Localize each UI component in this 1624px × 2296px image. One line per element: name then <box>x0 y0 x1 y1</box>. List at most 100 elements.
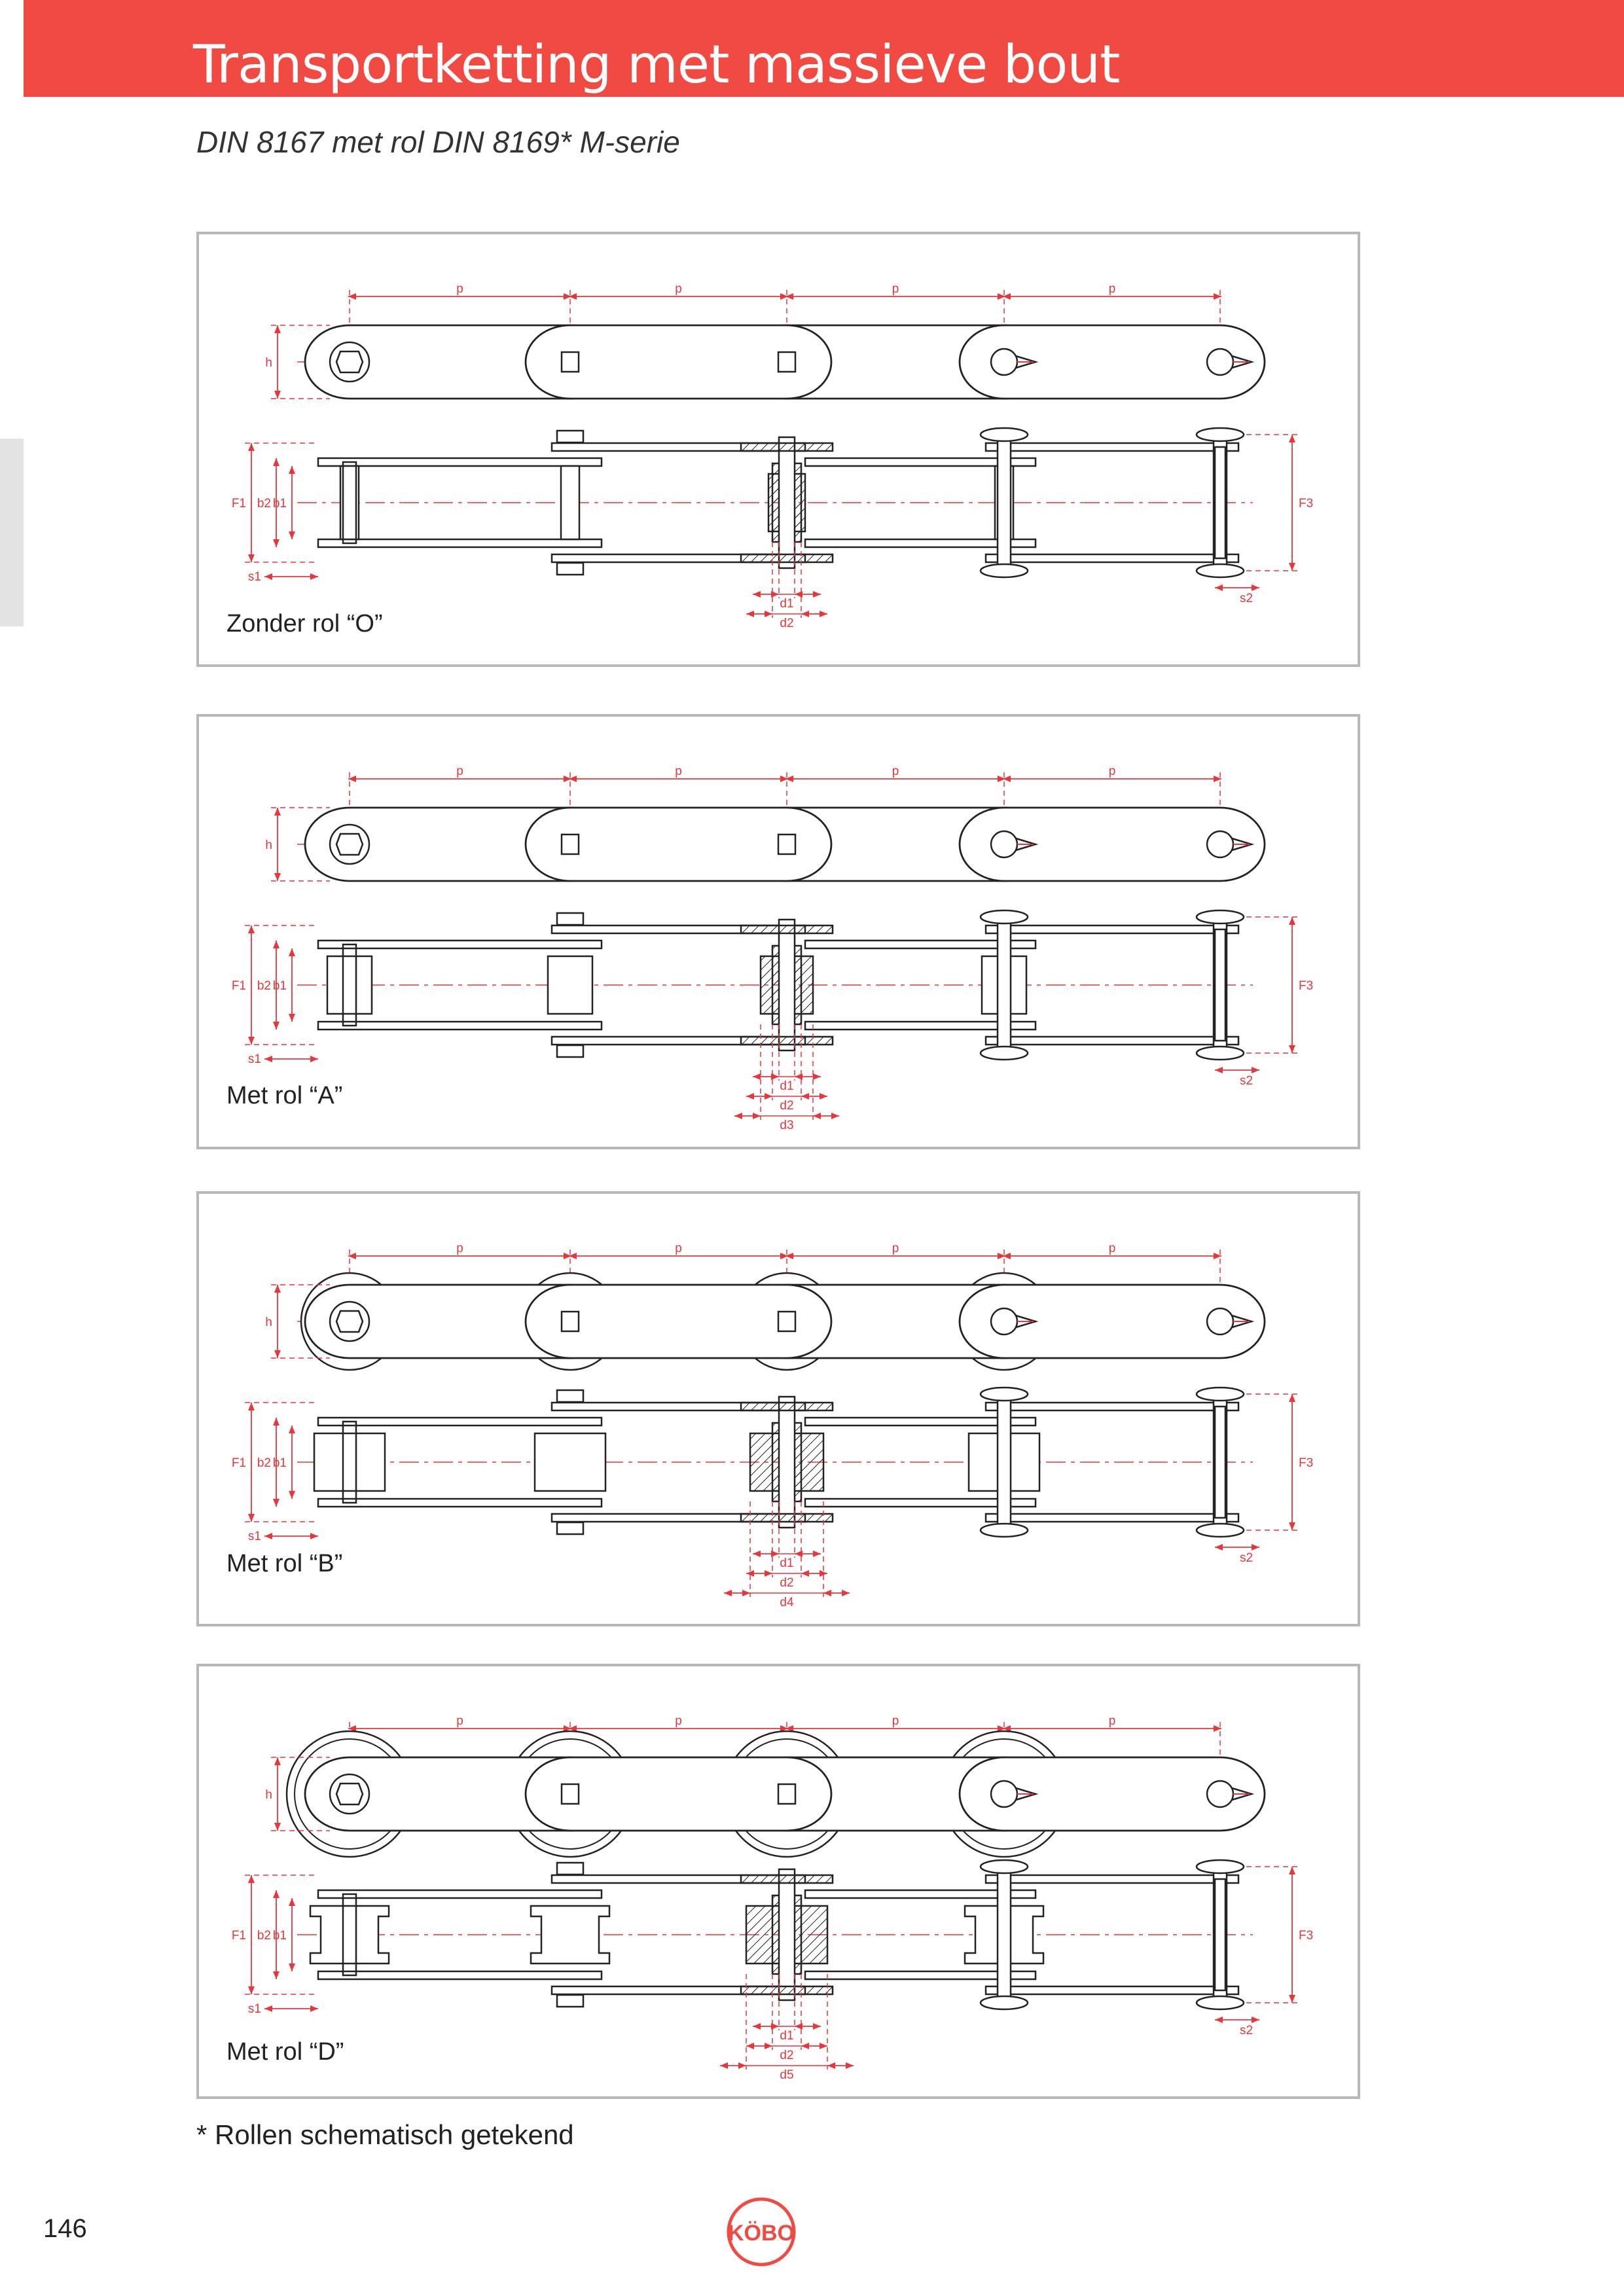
inner-link-plate <box>958 806 1266 882</box>
pitch-dimension-arrow-right <box>1214 776 1221 782</box>
pin-shaft <box>1214 1878 1227 1992</box>
cotter-pin-top <box>1195 909 1245 925</box>
diameter-dimension-left-arrow-left <box>746 1570 754 1577</box>
diameter-dimension-left-arrow-right <box>753 1113 761 1119</box>
b2-dimension-label: b2 <box>257 497 271 511</box>
f3-dimension-arrow-bottom <box>1289 1995 1295 2003</box>
pin-head-top <box>556 1861 585 1876</box>
cotter-pin-top <box>979 427 1029 442</box>
s1-dimension-arrow-left <box>264 573 272 580</box>
header-band <box>24 0 1624 97</box>
s2-label: s2 <box>1240 1551 1253 1565</box>
pin-end <box>560 833 580 855</box>
diameter-dimension-right-arrow-left <box>795 2023 803 2030</box>
cotter-pin <box>1015 1787 1039 1801</box>
diameter-dimension-right-arrow-right <box>846 2062 854 2069</box>
pin-end <box>560 1783 580 1805</box>
pin-head <box>335 1310 364 1333</box>
roller-d <box>530 1905 611 1965</box>
diameter-dimension-left-arrow-left <box>753 2023 761 2030</box>
pitch-dimension-label: p <box>1109 1714 1116 1728</box>
h-dimension-label: h <box>265 838 272 852</box>
b1-dimension-arrow-top <box>289 466 295 474</box>
f3-dimension-arrow-bottom <box>1289 1522 1295 1530</box>
section-plate-bottom <box>740 553 834 564</box>
diameter-dimension-left-arrow-left <box>753 591 761 598</box>
pitch-dimension-label: p <box>456 1714 463 1728</box>
pin-end <box>560 1310 580 1333</box>
pin-end <box>777 833 797 855</box>
diameter-dimension-left-arrow-right <box>765 1093 772 1100</box>
f1-dimension-arrow-bottom <box>248 1037 255 1045</box>
pin-shaft <box>1214 1405 1227 1519</box>
diameter-dimension-left-arrow-right <box>742 1590 750 1596</box>
f3-dimension-arrow-top <box>1289 917 1295 925</box>
pitch-dimension-arrow-right <box>780 1253 788 1259</box>
f1-dimension-arrow-bottom <box>248 554 255 562</box>
panel-label: Met rol “A” <box>226 1082 343 1109</box>
s2-label: s2 <box>1240 1074 1253 1088</box>
pitch-dimension-arrow-left <box>569 1253 577 1259</box>
section-pin <box>778 1395 796 1529</box>
diameter-dimension-right-arrow-right <box>813 1073 821 1080</box>
cotter-pin <box>1231 837 1255 852</box>
diameter-dimension-right-arrow-right <box>842 1590 850 1596</box>
pitch-dimension-arrow-left <box>785 1725 793 1732</box>
cotter-pin-bottom <box>1195 1995 1245 2011</box>
b1-dimension-arrow-top <box>289 948 295 956</box>
inner-link-plate <box>524 324 833 400</box>
pitch-dimension-arrow-left <box>569 1725 577 1732</box>
cotter-pin-top <box>979 1386 1029 1402</box>
f3-dimension-label: F3 <box>1299 979 1313 993</box>
section-pin <box>778 1868 796 2001</box>
diameter-label: d1 <box>780 2029 793 2043</box>
cotter-pin-bottom <box>1195 1045 1245 1061</box>
pitch-dimension-arrow-left <box>1003 1253 1011 1259</box>
s1-dimension-arrow-right <box>310 2005 318 2012</box>
side-tab <box>0 439 24 626</box>
cotter-pin-bottom <box>979 1995 1029 2011</box>
cotter-pin-bottom <box>1195 563 1245 579</box>
cotter-pin-top <box>1195 1386 1245 1402</box>
diameter-dimension-left-arrow-left <box>734 1113 742 1119</box>
pitch-dimension-arrow-right <box>780 776 788 782</box>
pin-end <box>990 830 1019 859</box>
f1-dimension-arrow-top <box>248 443 255 451</box>
b1-dimension-arrow-bottom <box>289 1014 295 1022</box>
s2-label: s2 <box>1240 2024 1253 2037</box>
riveted-pin <box>996 429 1012 576</box>
f3-dimension-label: F3 <box>1299 1929 1313 1943</box>
s2-dimension-arrow-right <box>1252 2017 1259 2023</box>
pitch-dimension-arrow-right <box>998 1253 1005 1259</box>
pin-head <box>335 350 364 374</box>
f1-dimension-arrow-bottom <box>248 1986 255 1994</box>
pin-head-top <box>556 1389 585 1403</box>
outer-plate-top <box>984 1874 1240 1884</box>
pin-end <box>990 1780 1019 1808</box>
page-subtitle: DIN 8167 met rol DIN 8169* M-serie <box>196 125 680 159</box>
diameter-dimension-right-arrow-right <box>820 1093 827 1100</box>
pitch-dimension-arrow-right <box>564 776 571 782</box>
pitch-dimension-label: p <box>456 282 463 296</box>
inner-plate-bottom <box>317 1970 603 1981</box>
s2-dimension-arrow-left <box>1215 1067 1223 1073</box>
h-dimension-arrow-top <box>274 1757 281 1765</box>
pitch-dimension-label: p <box>675 1242 682 1255</box>
diameter-dimension-right-arrow-right <box>813 591 821 598</box>
pitch-dimension-arrow-right <box>564 1725 571 1732</box>
f1-dimension-arrow-top <box>248 1403 255 1410</box>
pin-end <box>777 1783 797 1805</box>
b1-dimension-label: b1 <box>273 979 287 993</box>
diameter-dimension-right-arrow-left <box>813 1113 821 1119</box>
pin-end <box>1206 1307 1235 1336</box>
cotter-pin <box>1015 837 1039 852</box>
pitch-dimension-label: p <box>892 282 899 296</box>
pin-end <box>990 1307 1019 1336</box>
b1-dimension-arrow-bottom <box>289 1964 295 1971</box>
b2-dimension-arrow-bottom <box>273 1022 280 1030</box>
diameter-label: d2 <box>780 617 793 630</box>
